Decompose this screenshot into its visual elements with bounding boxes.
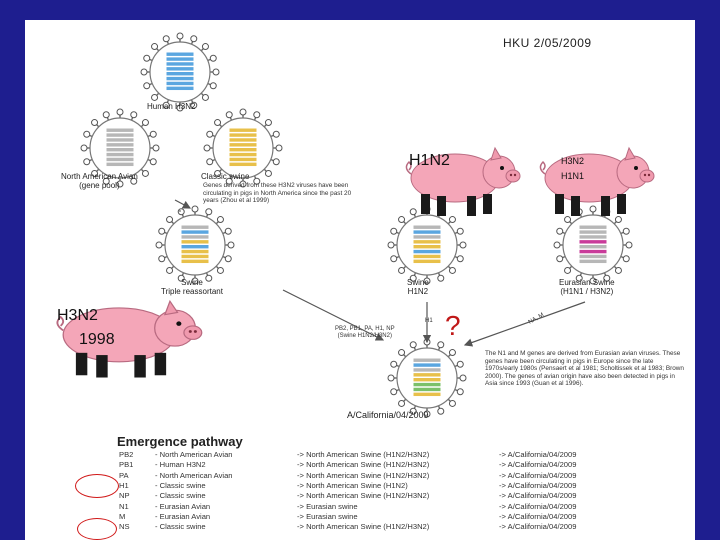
pathway-row: M - Eurasian Avian -> Eurasian swine -> A/C…: [119, 512, 720, 521]
pathway-cell-via: -> North American Swine (H1N2/H3N2): [297, 460, 430, 470]
label-a-california: A/California/04/2009: [347, 410, 429, 420]
slide: HKU 2/05/2009 Human H3N2 North American …: [25, 20, 695, 540]
note-arrow-genes: PB2, PB1, PA, H1, NP (Swine H1N2/H3N2): [335, 326, 395, 339]
pathway-cell-gene: PB2: [119, 450, 134, 459]
pathway-cell-origin: - Classic swine: [155, 522, 206, 532]
pathway-cell-gene: PA: [119, 470, 129, 480]
pathway-row: N1 - Eurasian Avian -> Eurasian swine -> A/…: [119, 502, 720, 511]
date-label: HKU 2/05/2009: [503, 36, 592, 50]
pig-h3n2-1998-icon: [56, 300, 203, 379]
wheel-a-california: [387, 338, 467, 418]
influenza-reassortment-diagram: [80, 32, 633, 418]
pig-label-h1n2: H1N2: [409, 152, 450, 169]
arrow-triple-to-ca: [282, 289, 385, 341]
pathway-cell-origin: - North American Avian: [155, 470, 233, 480]
wheel-classic-swine: [203, 108, 283, 188]
pathway-cell-gene: M: [119, 511, 126, 521]
pathway-cell-dest: -> A/California/04/2009: [499, 522, 577, 532]
pathway-cell-origin: - North American Avian: [155, 450, 233, 459]
pathway-cell-gene: PB1: [119, 460, 134, 470]
pig-label-year-1998: 1998: [79, 331, 115, 348]
pathway-row: H1 - Classic swine -> North American Swine…: [119, 481, 720, 490]
wheel-swine-triple: [155, 205, 235, 285]
pathway-row: NP - Classic swine -> North American Swine…: [119, 491, 720, 500]
pathway-cell-origin: - Human H3N2: [155, 460, 206, 470]
pathway-row: PA - North American Avian -> North America…: [119, 471, 720, 480]
wheel-swine-h1n2: [387, 205, 467, 285]
pathway-row: PB2 - North American Avian -> North Americ…: [119, 450, 720, 459]
pathway-row: PB1 - Human H3N2 -> North American Swine (…: [119, 460, 720, 469]
pathway-cell-origin: - Eurasian Avian: [155, 501, 211, 511]
pathway-cell-gene: N1: [119, 501, 129, 511]
arrow-eurasian-to-ca: [463, 301, 586, 347]
pathway-row: NS - Classic swine -> North American Swine…: [119, 522, 720, 531]
pig-h1n2-icon: [405, 147, 521, 217]
pathway-cell-dest: -> A/California/04/2009: [499, 491, 577, 501]
pig-label-h3n2: H3N2: [561, 156, 585, 166]
pathway-cell-dest: -> A/California/04/2009: [499, 450, 577, 459]
note-eurasian-genes: The N1 and M genes are derived from Eura…: [485, 350, 684, 388]
highlight-circle-ns: [77, 518, 117, 540]
wheel-eurasian-swine: [553, 205, 633, 285]
pathway-cell-via: -> Eurasian swine: [297, 511, 358, 521]
pathway-cell-dest: -> A/California/04/2009: [499, 470, 577, 480]
pathway-cell-dest: -> A/California/04/2009: [499, 480, 577, 490]
pathway-cell-via: -> North American Swine (H1N2/H3N2): [297, 450, 430, 459]
pathway-cell-via: -> North American Swine (H1N2): [297, 480, 408, 490]
label-na-avian: North American Avian (gene pool): [61, 172, 138, 190]
pathway-cell-via: -> North American Swine (H1N2/H3N2): [297, 522, 430, 532]
arrow-to-triple: [174, 199, 192, 209]
pathway-cell-origin: - Eurasian Avian: [155, 511, 211, 521]
note-na-genes: Genes derived from these H3N2 viruses ha…: [203, 182, 352, 205]
label-swine-triple: Swine Triple reassortant: [161, 278, 223, 296]
wheel-na-avian: [80, 108, 160, 188]
label-swine-h1n2: Swine H1N2: [407, 278, 429, 296]
pig-h3n2-h1n1-icon: [539, 147, 655, 217]
pathway-cell-gene: NS: [119, 522, 130, 532]
pathway-cell-gene: NP: [119, 491, 130, 501]
pathway-cell-via: -> North American Swine (H1N2/H3N2): [297, 491, 430, 501]
wheel-human-h3n2: [140, 32, 220, 112]
pathway-cell-origin: - Classic swine: [155, 480, 206, 490]
highlight-circle-np: [75, 474, 119, 498]
note-arrow-h1: H1: [425, 318, 433, 324]
pathway-cell-origin: - Classic swine: [155, 491, 206, 501]
pathway-cell-dest: -> A/California/04/2009: [499, 511, 577, 521]
pathway-table: PB2 - North American Avian -> North Americ…: [119, 450, 699, 540]
pathway-cell-gene: H1: [119, 480, 129, 490]
label-eurasian-swine: Eurasian Swine (H1N1 / H3N2): [559, 278, 615, 296]
pig-label-h1n1: H1N1: [561, 171, 585, 181]
pathway-cell-dest: -> A/California/04/2009: [499, 460, 577, 470]
label-human-h3n2: Human H3N2: [147, 102, 196, 111]
pathway-title: Emergence pathway: [117, 434, 243, 449]
pathway-cell-via: -> Eurasian swine: [297, 501, 358, 511]
question-mark: ?: [445, 310, 461, 341]
pathway-cell-via: -> North American Swine (H1N2/H3N2): [297, 470, 430, 480]
label-classic-swine: Classic swine: [201, 172, 250, 181]
pathway-cell-dest: -> A/California/04/2009: [499, 501, 577, 511]
pig-label-h3n2-1998: H3N2: [57, 307, 98, 324]
